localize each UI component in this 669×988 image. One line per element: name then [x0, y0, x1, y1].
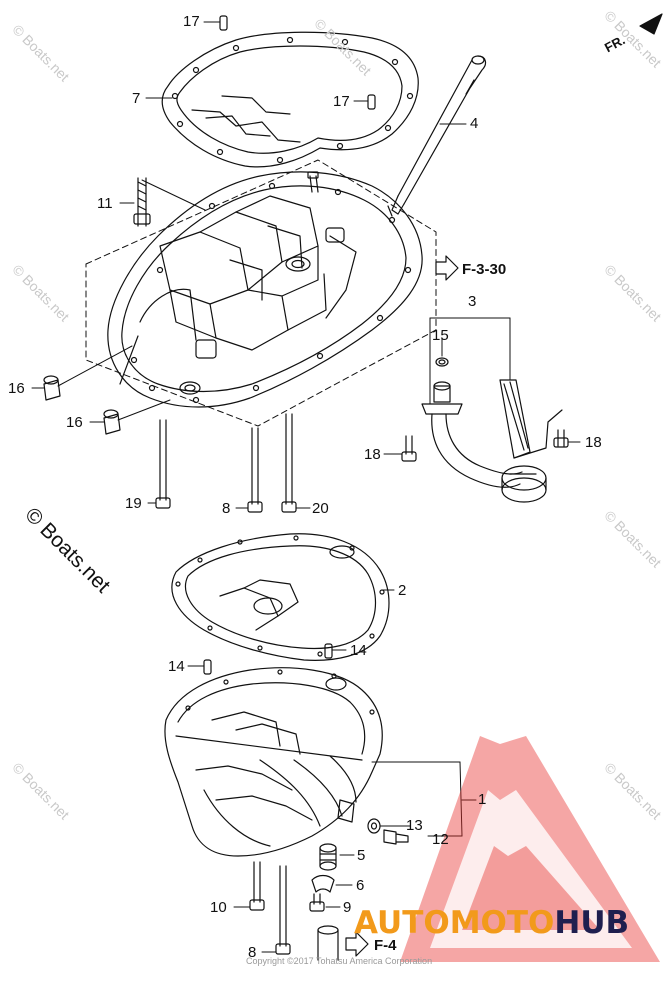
oil-strainer-part-3: [421, 357, 563, 503]
bolt-part-11: [133, 177, 151, 227]
bolt-part-9: [309, 893, 325, 912]
callout-2: 2: [398, 582, 407, 599]
reference-f-3-30: F-3-30: [462, 261, 507, 278]
callout-20: 20: [312, 500, 329, 517]
pipe-stub-f4: [317, 925, 339, 961]
callout-10: 10: [210, 899, 227, 916]
automotohub-logo-mark: [400, 736, 660, 962]
callout-7: 7: [132, 90, 141, 107]
drain-bolt-part-12: [367, 818, 409, 845]
plug-part-5: [319, 843, 337, 871]
callout-19: 19: [125, 495, 142, 512]
callout-16-b: 16: [66, 414, 83, 431]
lower-gasket-part-2: [171, 533, 390, 661]
upper-oil-pan-assembly: [107, 171, 423, 408]
callout-9: 9: [343, 899, 352, 916]
callout-8-bottom: 8: [248, 944, 257, 961]
callout-17-mid: 17: [333, 93, 350, 110]
callout-5: 5: [357, 847, 366, 864]
automotohub-logo-text: AUTOMOTOHUB: [354, 908, 629, 939]
leader-lines: [31, 21, 581, 953]
callout-14-left: 14: [168, 658, 185, 675]
reference-f-4: F-4: [374, 937, 397, 954]
dowel-pin-part-14: [203, 643, 333, 675]
callout-8-top: 8: [222, 500, 231, 517]
callout-17-top: 17: [183, 13, 200, 30]
callout-13: 13: [406, 817, 423, 834]
callout-1: 1: [478, 791, 487, 808]
callout-6: 6: [356, 877, 365, 894]
callout-3: 3: [468, 293, 477, 310]
reference-arrow-f330: [435, 255, 459, 281]
callout-18-left: 18: [364, 446, 381, 463]
callout-4: 4: [470, 115, 479, 132]
callout-15: 15: [432, 327, 449, 344]
callout-16-a: 16: [8, 380, 25, 397]
logo-text-hub: HUB: [554, 905, 630, 941]
callout-14-right: 14: [350, 642, 367, 659]
callout-18-right: 18: [585, 434, 602, 451]
long-bolts-19-8-20: [155, 413, 297, 513]
lower-oil-pan-part-1: [164, 667, 383, 857]
callout-12: 12: [432, 831, 449, 848]
logo-text-automoto: AUTOMOTO: [354, 905, 555, 941]
copyright-notice: Copyright ©2017 Tohatsu America Corporat…: [246, 956, 433, 966]
drain-plug-part-16: [43, 375, 121, 435]
callout-11: 11: [97, 195, 113, 212]
clip-part-6: [311, 874, 335, 893]
upper-gasket-part-7: [161, 31, 419, 168]
dipstick-part-4: [391, 55, 487, 215]
front-direction-arrow: [639, 13, 663, 35]
long-bolts-10-8: [249, 861, 291, 955]
reference-arrow-f4: [345, 931, 369, 957]
dowel-pin-part-17: [219, 15, 376, 110]
bolt-part-18: [401, 429, 569, 462]
